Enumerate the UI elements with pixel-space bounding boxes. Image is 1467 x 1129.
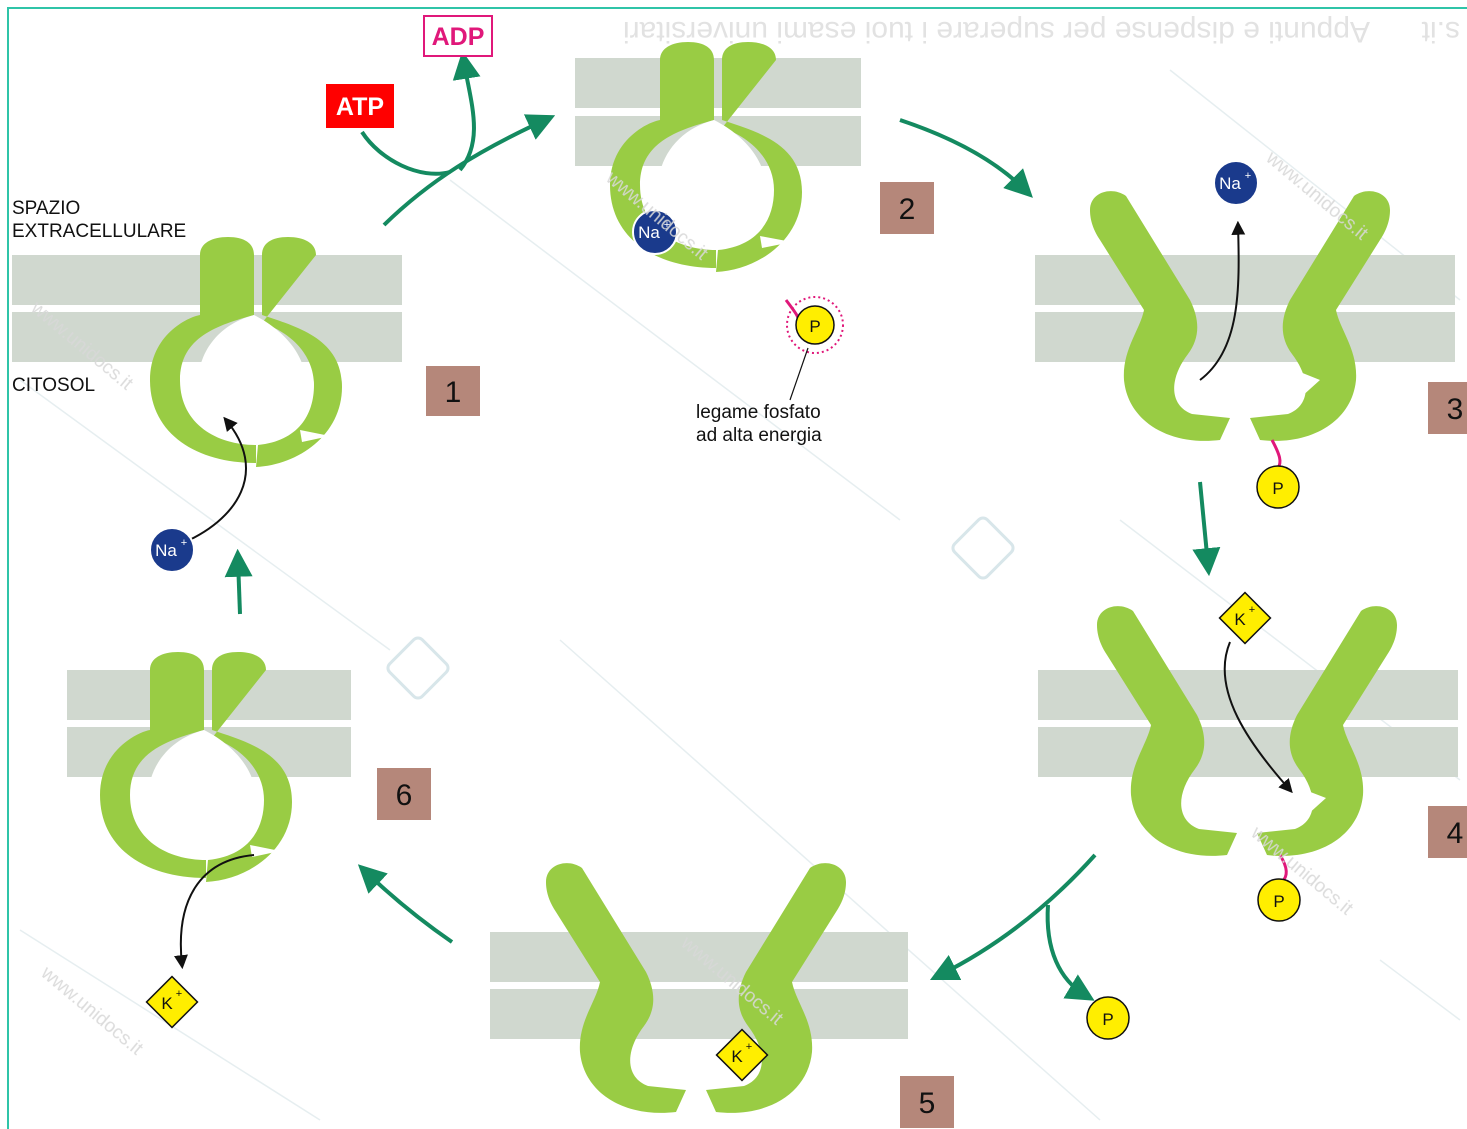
svg-text:Na: Na [155, 541, 177, 560]
adp-badge: ADP [423, 15, 493, 57]
sodium-entry-arrow [177, 416, 247, 546]
step-badge-5: 5 [900, 1076, 954, 1128]
phosphate-icon: P [1256, 465, 1300, 509]
pump-state-6 [67, 652, 351, 882]
potassium-entry-arrow [1223, 641, 1293, 794]
svg-text:+: + [664, 219, 670, 231]
potassium-label: K [1234, 610, 1246, 629]
phosphate-bond-line [1270, 439, 1282, 469]
extracellular-label: SPAZIO [12, 198, 80, 219]
pump-state-5 [490, 863, 908, 1113]
membrane-outer [1038, 670, 1458, 720]
step-badge-6: 6 [377, 768, 431, 820]
svg-text:3: 3 [1447, 393, 1464, 426]
cycle-arrow-4-to-5 [929, 853, 1097, 981]
adp-output-arrow [452, 50, 481, 172]
phosphate-release-arrow [1045, 904, 1095, 1001]
svg-text:Na: Na [638, 223, 660, 242]
potassium-charge: + [176, 988, 182, 1000]
cycle-arrow-5-to-6 [357, 864, 454, 944]
svg-text:s.it: s.it [1421, 15, 1460, 48]
svg-text:P: P [1272, 479, 1283, 498]
membrane-inner [1035, 312, 1455, 362]
step-badge-2: 2 [880, 182, 934, 234]
svg-text:Appunti e dispense per superar: Appunti e dispense per superare i tuoi e… [623, 15, 1370, 48]
cycle-arrow-1-to-2 [382, 114, 556, 227]
membrane-outer [575, 58, 861, 108]
membrane-outer [1035, 255, 1455, 305]
membrane-inner [490, 989, 908, 1039]
step-badge-4: 4 [1428, 806, 1467, 858]
potassium-ion-icon [145, 975, 199, 1029]
svg-text:www.unidocs.it: www.unidocs.it [36, 962, 147, 1060]
frame [7, 7, 1467, 1129]
atp-input-arrow [360, 130, 451, 176]
phosphate-icon: P [1257, 878, 1301, 922]
extracellular-label-2: EXTRACELLULARE [12, 221, 186, 242]
svg-text:ADP: ADP [432, 23, 485, 51]
svg-text:1: 1 [445, 376, 462, 409]
phosphate-bond-label-2: ad alta energia [696, 425, 822, 446]
watermark-banner: Appunti e dispense per superare i tuoi e… [623, 15, 1370, 48]
cycle-arrow-2-to-3 [899, 118, 1033, 198]
svg-text:P: P [809, 317, 820, 336]
membrane-outer [490, 932, 908, 982]
phosphate-bond-label: legame fosfato [696, 402, 821, 423]
pump-state-4 [1038, 606, 1458, 856]
pump-state-3 [1035, 191, 1455, 441]
sodium-ion-icon: Na + [632, 209, 678, 255]
cycle-arrow-6-to-1 [224, 548, 253, 615]
svg-text:P: P [1273, 892, 1284, 911]
svg-text:Na: Na [1219, 174, 1241, 193]
potassium-label: K [731, 1047, 743, 1066]
sodium-exit-arrow [1199, 220, 1246, 381]
svg-text:ATP: ATP [336, 93, 384, 121]
potassium-exit-arrow [173, 854, 255, 970]
svg-text:5: 5 [919, 1087, 936, 1120]
svg-text:+: + [1245, 170, 1251, 182]
sodium-ion-icon: Na + [1213, 160, 1259, 206]
potassium-charge: + [1249, 604, 1255, 616]
atp-badge: ATP [326, 84, 394, 128]
pump-state-1 [12, 237, 402, 467]
potassium-ion-icon [715, 1028, 769, 1082]
step-badge-1: 1 [426, 366, 480, 416]
membrane-outer [67, 670, 351, 720]
cycle-arrow-3-to-4 [1192, 481, 1221, 577]
potassium-ion-icon [1218, 591, 1272, 645]
svg-text:+: + [181, 537, 187, 549]
sodium-ion-icon: Na + [149, 527, 195, 573]
potassium-label: K [161, 994, 173, 1013]
watermark-banner-suffix: s.it [1421, 15, 1460, 48]
svg-text:P: P [1102, 1010, 1113, 1029]
cytosol-label: CITOSOL [12, 375, 95, 396]
phosphate-bond-pointer [789, 347, 809, 401]
watermark-logo-icon [386, 516, 1015, 700]
svg-text:4: 4 [1447, 817, 1464, 850]
step-badge-3: 3 [1428, 382, 1467, 434]
svg-text:6: 6 [396, 779, 413, 812]
phosphate-icon: P [1086, 996, 1130, 1040]
pump-state-2 [575, 42, 861, 272]
high-energy-phosphate-icon: P [786, 296, 844, 354]
svg-text:2: 2 [899, 193, 916, 226]
potassium-charge: + [746, 1041, 752, 1053]
